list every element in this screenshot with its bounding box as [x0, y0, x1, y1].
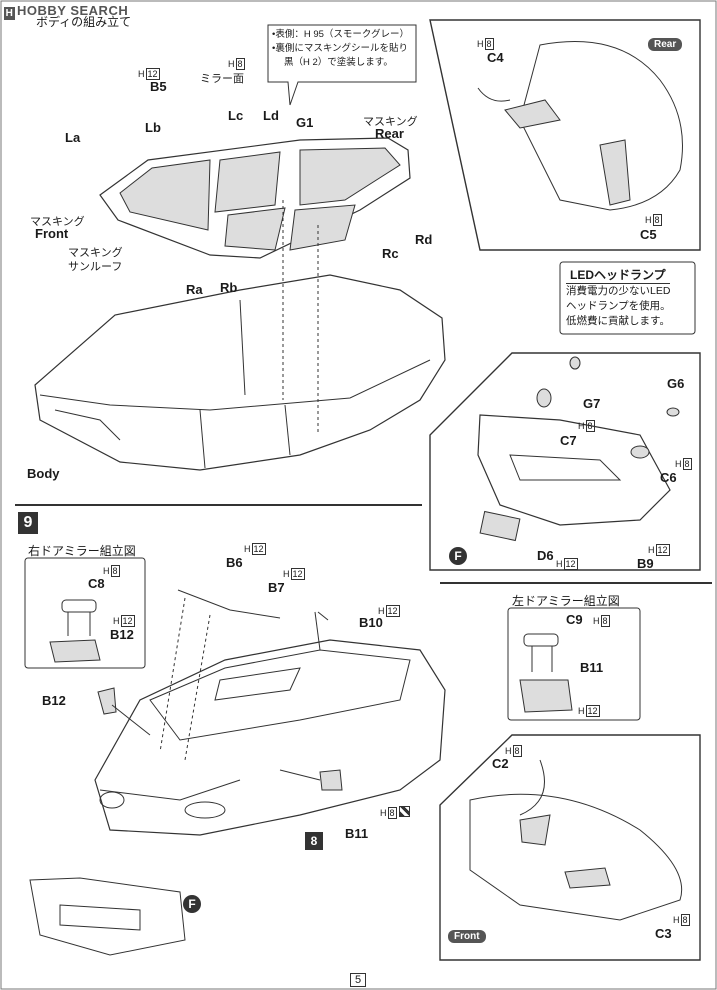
label-b12: B12 — [42, 693, 66, 708]
label-c5: C5 — [640, 227, 657, 242]
label-b6: B6 — [226, 555, 243, 570]
label-c3: C3 — [655, 926, 672, 941]
rear-badge: Rear — [648, 38, 683, 51]
front-badge: Front — [448, 930, 486, 943]
label-b11-inset: B11 — [580, 660, 604, 675]
label-rb: Rb — [220, 280, 238, 295]
label-masking-sunroof-jp: マスキング — [68, 247, 123, 259]
label-lb: Lb — [145, 120, 161, 135]
label-ld: Ld — [263, 108, 279, 123]
led-note-title: LEDヘッドランプ — [566, 266, 670, 284]
label-masking-rear-jp: マスキング — [363, 116, 418, 128]
left-mirror-title: 左ドアミラー組立図 — [512, 594, 620, 608]
ref-step8: 8 — [305, 832, 323, 850]
label-b9: B9 — [637, 556, 654, 571]
label-c9: C9 — [566, 612, 583, 627]
label-ra: Ra — [186, 282, 203, 297]
led-note-line1: 消費電力の少ないLED — [566, 285, 671, 297]
label-masking-front: Front — [35, 226, 69, 241]
label-b12-inset: B12 — [110, 627, 134, 642]
label-c8: C8 — [88, 576, 105, 591]
label-c4: C4 — [487, 50, 504, 65]
label-g1: G1 — [296, 115, 314, 130]
label-g6: G6 — [667, 376, 685, 391]
label-body: Body — [27, 466, 60, 481]
label-c2: C2 — [492, 756, 509, 771]
label-c6: C6 — [660, 470, 677, 485]
label-masking-sunroof: サンルーフ — [68, 261, 123, 273]
label-c7: C7 — [560, 433, 577, 448]
label-la: La — [65, 130, 81, 145]
label-rc: Rc — [382, 246, 399, 261]
ref-f-circle: F — [449, 547, 467, 565]
step9-number: 9 — [18, 512, 38, 534]
label-b11: B11 — [345, 826, 369, 841]
label-b5: B5 — [150, 79, 167, 94]
page-number: 5 — [350, 973, 366, 987]
label-masking-rear: Rear — [375, 126, 404, 141]
watermark-logo-icon: H — [4, 7, 15, 20]
right-mirror-title: 右ドアミラー組立図 — [28, 544, 136, 558]
label-d6: D6 — [537, 548, 554, 563]
label-b10: B10 — [359, 615, 383, 630]
checker-icon — [398, 806, 410, 817]
label-rd: Rd — [415, 232, 433, 247]
led-note-line2: ヘッドランプを使用。 — [566, 300, 671, 312]
label-masking-front-jp: マスキング — [30, 216, 85, 228]
led-note-line3: 低燃費に貢献します。 — [566, 315, 670, 327]
label-lc: Lc — [228, 108, 244, 123]
led-note: LEDヘッドランプ 消費電力の少ないLED ヘッドランプを使用。 低燃費に貢献し… — [566, 266, 690, 329]
step8-title: ボディの組み立て — [36, 15, 132, 29]
label-b7: B7 — [268, 580, 285, 595]
step8-callout: •表側：H 95（スモークグレー） •裏側にマスキングシールを貼り 黒（H 2）… — [272, 29, 410, 68]
label-mirror-face: ミラー面 — [200, 73, 244, 85]
label-g7: G7 — [583, 396, 601, 411]
ref-f-circle-step9: F — [183, 895, 201, 913]
